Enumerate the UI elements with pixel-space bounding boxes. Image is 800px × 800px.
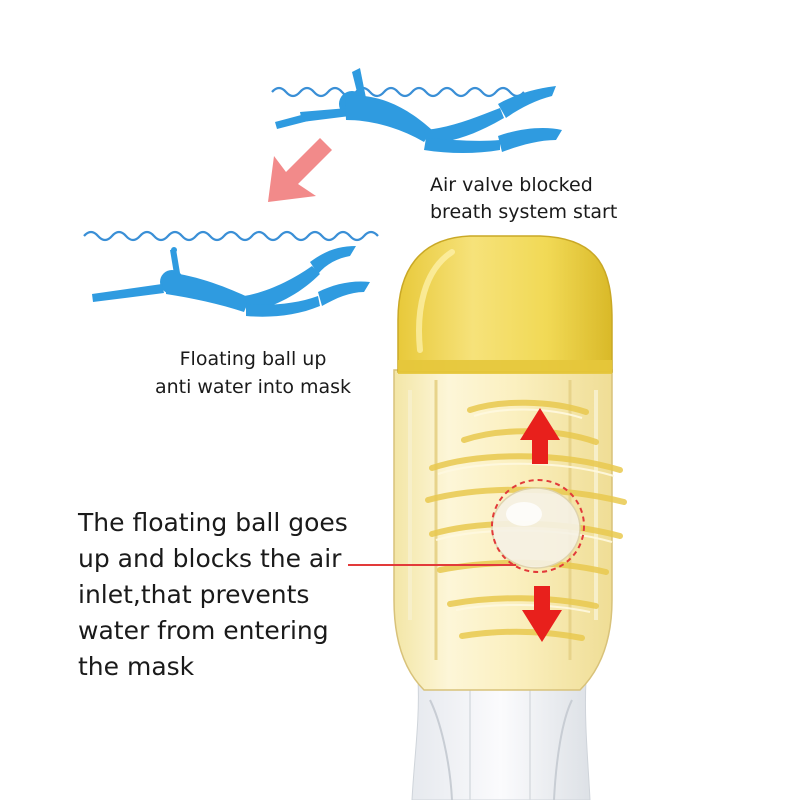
swimmer-icon [92,246,370,317]
arrow-up-icon [520,408,560,464]
snorkel-valve [393,235,627,800]
caption-main-explanation: The floating ball goes up and blocks the… [78,505,348,685]
caption-floating-ball: Floating ball up anti water into mask [138,345,368,401]
arrow-down-left-icon [268,138,332,202]
caption-line: up and blocks the air [78,544,342,573]
swimmer-icon [275,68,562,153]
caption-line: Air valve blocked [430,174,593,196]
ball-highlight-circle [491,479,585,573]
caption-line: water from entering [78,616,329,645]
caption-line: inlet,that prevents [78,580,310,609]
caption-line: Floating ball up [179,348,327,370]
water-surface-bottom [83,230,379,242]
caption-line: The floating ball goes [78,508,348,537]
caption-line: the mask [78,652,195,681]
arrow-down-icon [522,586,562,642]
water-surface-top [271,86,525,98]
caption-air-valve: Air valve blocked breath system start [430,172,617,226]
caption-line: anti water into mask [154,376,352,398]
caption-line: breath system start [430,201,618,223]
